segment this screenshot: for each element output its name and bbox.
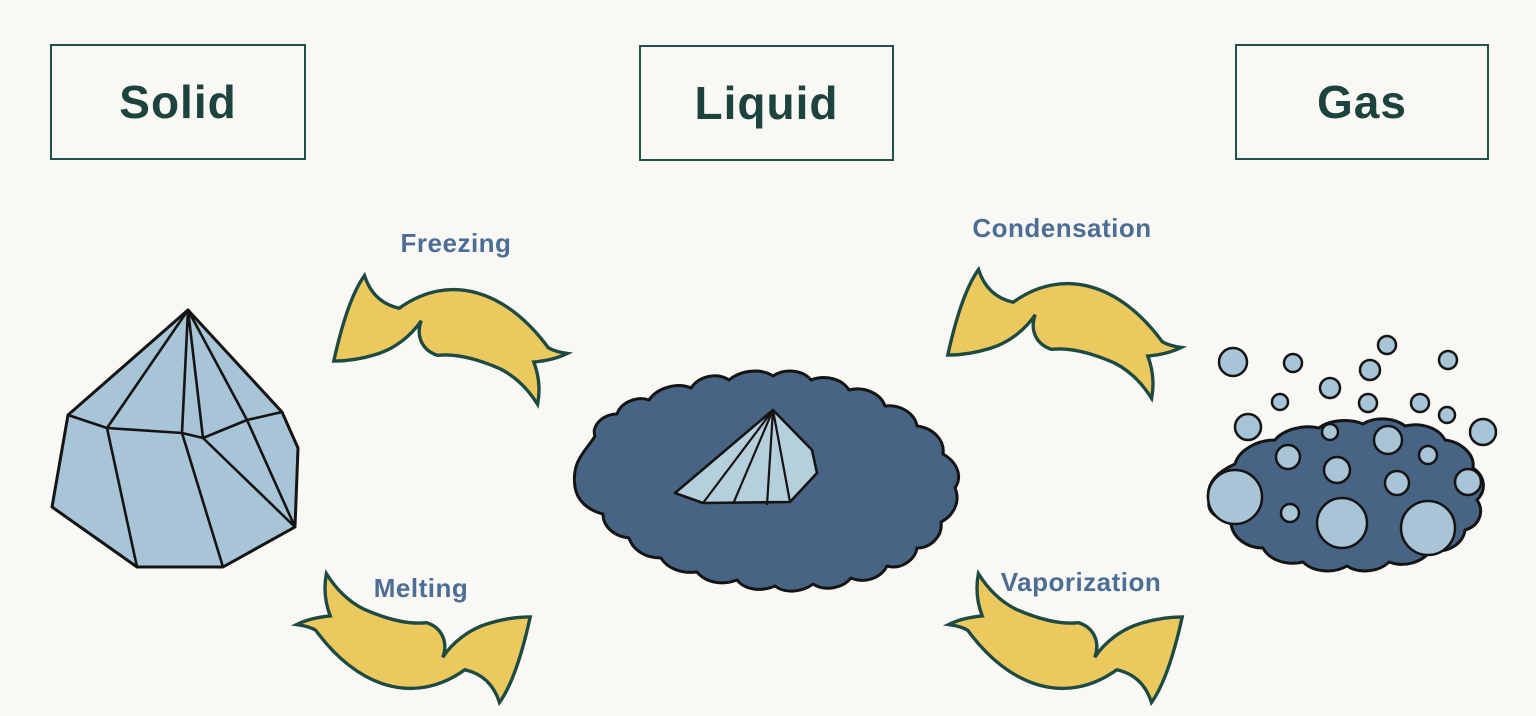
state-label-liquid: Liquid [694, 77, 839, 129]
gas-bubbles [1206, 334, 1498, 557]
transition-label-melting: Melting [373, 573, 469, 603]
freezing-arrow-icon [328, 262, 578, 416]
state-box-solid: Solid [50, 44, 306, 160]
transition-label-vaporization: Vaporization [1000, 567, 1162, 597]
melting-arrow-icon [286, 562, 536, 716]
state-label-solid: Solid [119, 76, 237, 128]
vaporization-arrow-icon [938, 562, 1188, 716]
condensation-arrow-icon [942, 256, 1192, 410]
state-label-gas: Gas [1317, 76, 1407, 128]
melting-crystal-shape [673, 408, 819, 506]
solid-crystal-icon [40, 300, 310, 585]
state-box-liquid: Liquid [639, 45, 894, 161]
transition-label-freezing: Freezing [400, 228, 512, 258]
gas-bubbles-icon [1195, 332, 1499, 582]
liquid-puddle-icon [565, 362, 965, 597]
transition-label-condensation: Condensation [972, 213, 1152, 243]
state-box-gas: Gas [1235, 44, 1489, 160]
